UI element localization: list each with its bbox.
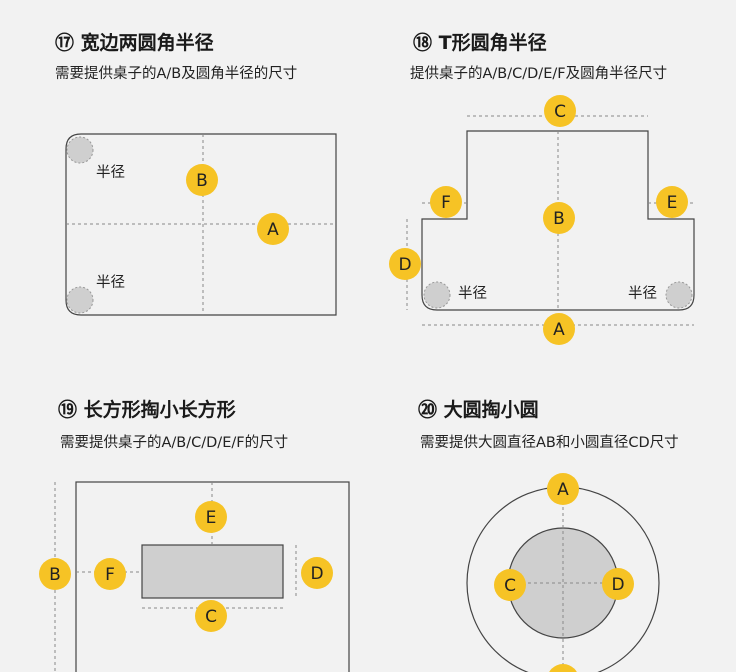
svg-text:C: C (205, 607, 217, 627)
panel-title: ⑳ 大圆掏小圆 (418, 398, 539, 421)
panel-subtitle: 需要提供大圆直径AB和小圆直径CD尺寸 (420, 434, 679, 451)
badge-d: D (389, 248, 421, 280)
badge-c: C (494, 569, 526, 601)
panel-19: ⑲ 长方形掏小长方形 需要提供桌子的A/B/C/D/E/F的尺寸 E B F D… (39, 398, 350, 672)
svg-text:A: A (557, 480, 569, 500)
svg-text:D: D (398, 255, 411, 275)
svg-text:E: E (206, 508, 217, 528)
badge-a: A (547, 473, 579, 505)
panel-title: ⑰ 宽边两圆角半径 (55, 31, 214, 54)
badge-a: A (543, 313, 575, 345)
svg-text:C: C (504, 576, 516, 596)
badge-c: C (544, 95, 576, 127)
corner-radius-marker (665, 281, 693, 309)
svg-text:D: D (611, 575, 624, 595)
badge-d: D (602, 568, 634, 600)
badge-d: D (301, 557, 333, 589)
panel-title: ⑲ 长方形掏小长方形 (58, 398, 236, 421)
svg-text:D: D (310, 564, 323, 584)
corner-radius-marker (423, 281, 451, 309)
svg-text:F: F (105, 565, 115, 585)
radius-label: 半径 (96, 164, 125, 181)
badge-f: F (94, 558, 126, 590)
table-outline (421, 130, 695, 311)
panel-subtitle: 提供桌子的A/B/C/D/E/F及圆角半径尺寸 (410, 65, 667, 82)
panel-17: ⑰ 宽边两圆角半径 需要提供桌子的A/B及圆角半径的尺寸 半径 半径 B A (55, 31, 337, 316)
panel-18: ⑱ T形圆角半径 提供桌子的A/B/C/D/E/F及圆角半径尺寸 半径 半径 C… (389, 31, 695, 345)
radius-label: 半径 (458, 285, 487, 302)
panel-subtitle: 需要提供桌子的A/B/C/D/E/F的尺寸 (60, 434, 288, 451)
badge-b: B (186, 164, 218, 196)
badge-a: A (257, 213, 289, 245)
right-margin (736, 0, 750, 672)
radius-label: 半径 (628, 285, 657, 302)
svg-text:B: B (49, 565, 61, 585)
badge-e: E (656, 186, 688, 218)
svg-text:B: B (553, 209, 565, 229)
panel-title: ⑱ T形圆角半径 (413, 31, 547, 54)
badge-e: E (195, 501, 227, 533)
table-outline (65, 133, 337, 316)
svg-text:F: F (441, 193, 451, 213)
badge-b: B (549, 664, 577, 672)
badge-b: B (39, 558, 71, 590)
badge-c: C (195, 600, 227, 632)
svg-text:C: C (554, 102, 566, 122)
svg-text:E: E (667, 193, 678, 213)
svg-text:B: B (196, 171, 208, 191)
inner-rectangle (141, 544, 284, 599)
badge-b: B (543, 202, 575, 234)
panel-20: ⑳ 大圆掏小圆 需要提供大圆直径AB和小圆直径CD尺寸 A C D B (418, 398, 679, 672)
corner-radius-marker (66, 286, 94, 314)
panel-subtitle: 需要提供桌子的A/B及圆角半径的尺寸 (55, 65, 297, 82)
svg-text:A: A (553, 320, 565, 340)
badge-f: F (430, 186, 462, 218)
svg-text:A: A (267, 220, 279, 240)
radius-label: 半径 (96, 274, 125, 291)
corner-radius-marker (66, 136, 94, 164)
